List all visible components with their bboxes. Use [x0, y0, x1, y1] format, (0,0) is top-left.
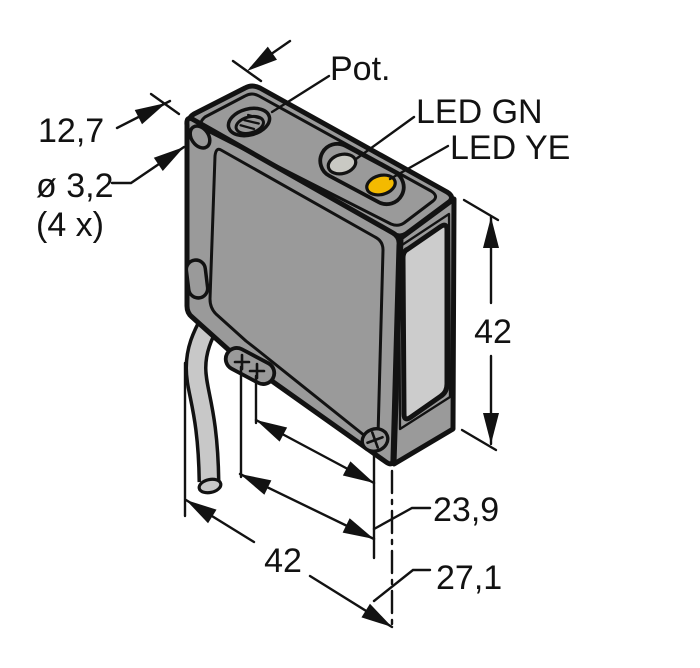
mounting-slot-left	[184, 258, 210, 300]
arrowhead	[342, 518, 378, 547]
label-dim-23-9: 23,9	[433, 491, 499, 529]
tick-mark	[460, 428, 498, 452]
label-hole-diameter: ø 3,2	[36, 167, 113, 205]
label-hole-count: (4 x)	[36, 206, 104, 244]
arrowhead	[181, 493, 217, 524]
label-width-bottom: 42	[264, 542, 302, 580]
leader-led-green	[354, 115, 416, 161]
dim-height-42	[460, 198, 500, 452]
arrowhead	[242, 46, 277, 78]
leader-27-1	[372, 568, 432, 603]
tick-mark	[462, 198, 500, 222]
lens-window	[400, 222, 450, 422]
arrowhead	[252, 412, 288, 442]
label-led-green: LED GN	[416, 93, 543, 131]
tick-mark	[231, 59, 263, 83]
front-face-inset-line	[208, 147, 385, 444]
dim-width-42	[181, 493, 397, 634]
terminal-clamp	[223, 346, 277, 386]
leader-mounting-hole	[110, 140, 189, 185]
label-width-top: 12,7	[38, 112, 104, 150]
dim-23-9	[252, 412, 378, 491]
potentiometer-hole	[226, 106, 272, 138]
led-green-indicator	[326, 152, 358, 176]
right-face-inset-line	[397, 212, 452, 431]
arrowhead	[153, 140, 189, 171]
dimension-lines	[110, 39, 500, 634]
corner-screw	[360, 427, 390, 453]
cable	[184, 314, 223, 495]
labels: 12,7 ø 3,2 (4 x) Pot. LED GN LED YE 42 2…	[36, 50, 570, 597]
leader-led-yellow	[388, 144, 450, 181]
leader-pot	[270, 74, 331, 114]
label-led-yellow: LED YE	[450, 129, 570, 167]
led-yellow-icon	[365, 173, 397, 197]
label-dim-27-1: 27,1	[436, 559, 502, 597]
arrowhead	[483, 413, 499, 444]
corner-screw-cross	[366, 431, 384, 449]
dim-27-1	[236, 466, 378, 547]
mounting-slot-ellipse	[184, 258, 210, 300]
terminal-clamp-outline	[223, 346, 277, 386]
terminal-cross-marks	[233, 353, 266, 380]
arrowhead	[134, 95, 170, 125]
leader-23-9	[372, 506, 432, 531]
sensor-body	[184, 83, 457, 467]
cable-fill	[187, 316, 218, 483]
tick-mark	[149, 92, 181, 116]
label-height-right: 42	[474, 313, 512, 351]
arrowhead	[483, 217, 499, 248]
dim-depth-12-7	[115, 39, 292, 130]
label-potentiometer: Pot.	[330, 50, 390, 88]
front-face	[184, 115, 402, 467]
mounting-hole-ellipse	[188, 124, 212, 150]
mounting-hole-top-left	[188, 124, 212, 150]
arrowhead	[342, 461, 378, 491]
pot-hole-inner	[234, 114, 265, 135]
led-green-icon	[326, 152, 358, 176]
pot-slot-hatch	[239, 113, 261, 131]
cable-end-cap	[197, 477, 223, 495]
led-yellow-indicator	[365, 173, 397, 197]
